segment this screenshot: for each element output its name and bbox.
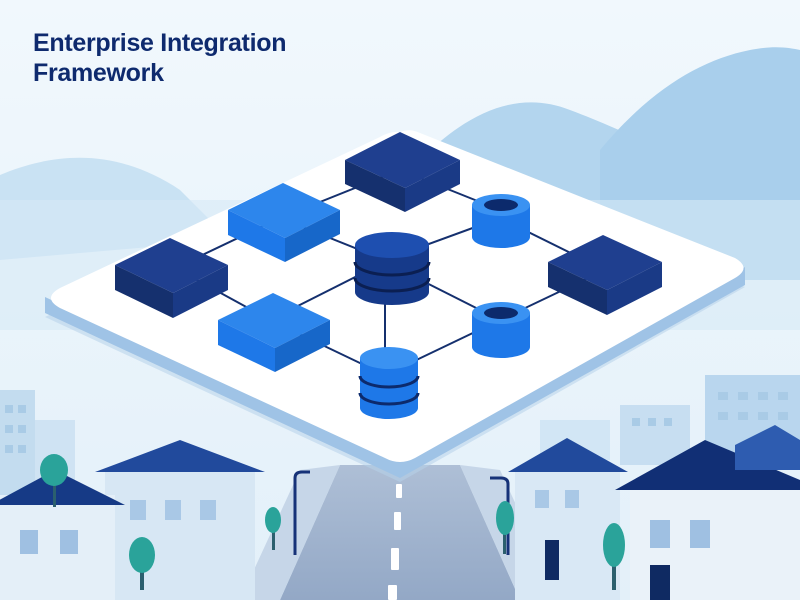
houses-left	[0, 440, 281, 600]
houses-right	[496, 425, 800, 600]
title-line-1: Enterprise Integration	[33, 29, 287, 57]
server-block-icon	[218, 293, 330, 372]
house-icon	[0, 470, 125, 600]
sidewalk-left	[240, 465, 340, 600]
road-dash	[388, 585, 397, 600]
house-icon	[615, 440, 800, 600]
database-icon	[472, 302, 530, 358]
tree-icon	[40, 454, 68, 507]
house-icon	[95, 440, 265, 600]
database-icon	[472, 194, 530, 248]
database-icon	[358, 347, 420, 419]
street-lamp-icon	[490, 476, 510, 555]
road-dash	[394, 512, 401, 530]
tree-icon	[603, 523, 625, 590]
house-icon	[735, 425, 800, 470]
server-block-icon	[115, 238, 228, 318]
title-line-2: Framework	[33, 59, 164, 87]
house-icon	[508, 438, 628, 600]
platform-edge	[45, 267, 745, 478]
server-block-icon	[548, 235, 662, 315]
street-lamp-icon	[293, 470, 310, 555]
road-dash	[396, 484, 402, 498]
tree-icon	[265, 507, 281, 550]
database-icon	[353, 232, 431, 305]
server-block-icon	[228, 183, 340, 262]
road-surface	[280, 465, 520, 600]
tree-icon	[496, 501, 514, 554]
tree-icon	[129, 537, 155, 590]
server-block-icon	[345, 132, 460, 212]
page-title: Enterprise Integration Framework	[33, 28, 286, 88]
road-dash	[391, 548, 399, 570]
